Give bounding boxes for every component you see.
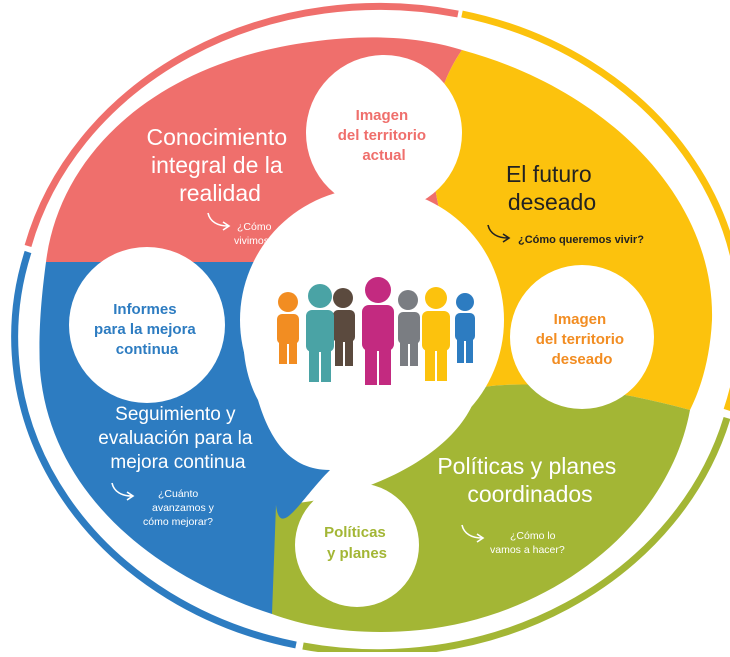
yellow-title: El futuro deseado	[506, 161, 598, 215]
yellow-circle-text: Imagen del territorio deseado	[536, 311, 629, 368]
blue-circle-text: Informes para la mejora continua	[94, 301, 200, 358]
blue-arrow-icon	[111, 482, 135, 501]
blue-question: ¿Cuánto avanzamos y cómo mejorar?	[143, 488, 217, 528]
person-icon	[333, 288, 355, 366]
circle-blue	[69, 247, 225, 403]
person-icon	[455, 293, 475, 363]
yellow-question: ¿Cómo queremos vivir?	[518, 234, 644, 246]
red-title: Conocimiento integral de la realidad	[146, 124, 293, 206]
green-circle-text: Políticas y planes	[324, 524, 390, 562]
green-question: ¿Cómo lo vamos a hacer?	[490, 530, 565, 556]
circle-red	[306, 55, 462, 211]
person-icon	[306, 284, 334, 382]
person-icon	[422, 287, 450, 381]
red-question: ¿Cómo vivimos?	[234, 221, 275, 247]
green-title: Políticas y planes coordinados	[437, 453, 622, 507]
yellow-arrow-icon	[487, 224, 511, 243]
circle-green	[295, 483, 419, 607]
person-icon	[362, 277, 394, 385]
blue-title: Seguimiento y evaluación para la mejora …	[98, 404, 258, 473]
outer-ring-red	[24, 2, 459, 247]
people-group-icon	[277, 277, 475, 385]
person-icon	[398, 290, 420, 366]
red-circle-text: Imagen del territorio actual	[338, 107, 431, 164]
red-arrow-icon	[207, 212, 231, 231]
green-arrow-icon	[461, 524, 485, 543]
outer-ring-yellow	[461, 10, 730, 411]
circle-yellow	[510, 265, 654, 409]
outer-ring-blue	[11, 250, 297, 649]
person-icon	[277, 292, 299, 364]
